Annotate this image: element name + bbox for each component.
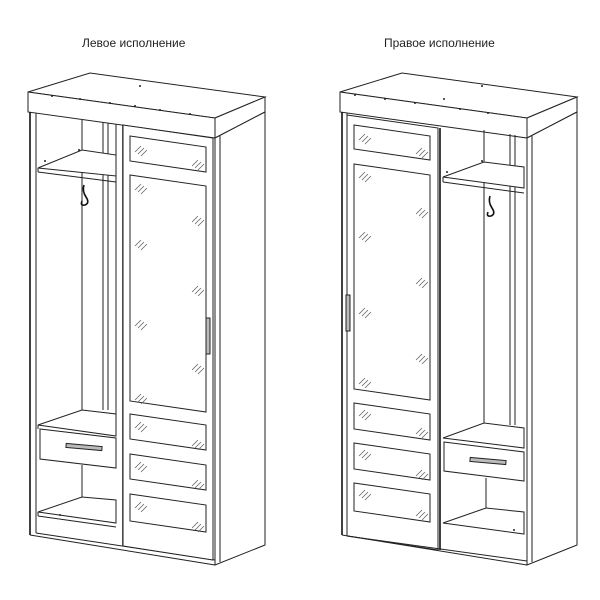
right-drawer-handle[interactable] (469, 456, 507, 466)
right-door-panel-3 (353, 442, 431, 481)
right-top-shelf (442, 161, 525, 189)
left-variant-label: Левое исполнение (82, 36, 186, 50)
right-drawer-shelf (442, 422, 525, 449)
right-coat-hook-icon (486, 195, 495, 217)
left-top-screws (51, 85, 191, 115)
right-mirror-door[interactable] (345, 114, 439, 551)
right-side-panel (526, 111, 578, 566)
left-side-panel (214, 111, 266, 566)
left-door-panel-4 (129, 493, 207, 533)
left-mirror-door[interactable] (122, 124, 214, 561)
right-door-panel-2 (353, 402, 431, 441)
right-door-panel-4 (353, 482, 431, 523)
left-top-shelf (37, 149, 117, 177)
left-door-panel-2 (129, 413, 207, 451)
right-door-panel-1 (353, 124, 431, 161)
right-glass-reflection-icons (358, 133, 429, 521)
left-drawer-shelf (37, 409, 117, 437)
right-door-handle[interactable] (345, 294, 351, 332)
left-bottom-shelf (37, 496, 117, 524)
left-glass-reflection-icons (134, 145, 205, 533)
right-variant-label: Правое исполнение (384, 36, 495, 50)
left-drawer-handle[interactable] (65, 442, 103, 452)
left-door-panel-1 (129, 135, 207, 173)
left-door-panel-3 (129, 453, 207, 491)
left-coat-hook-icon (80, 184, 89, 206)
wardrobe-right (339, 72, 579, 566)
left-door-handle[interactable] (205, 317, 211, 355)
right-door-mirror (353, 163, 431, 401)
right-bottom-shelf (442, 507, 525, 535)
left-door-mirror (129, 174, 207, 413)
wardrobe-left (27, 72, 267, 566)
right-top-screws (354, 85, 489, 114)
